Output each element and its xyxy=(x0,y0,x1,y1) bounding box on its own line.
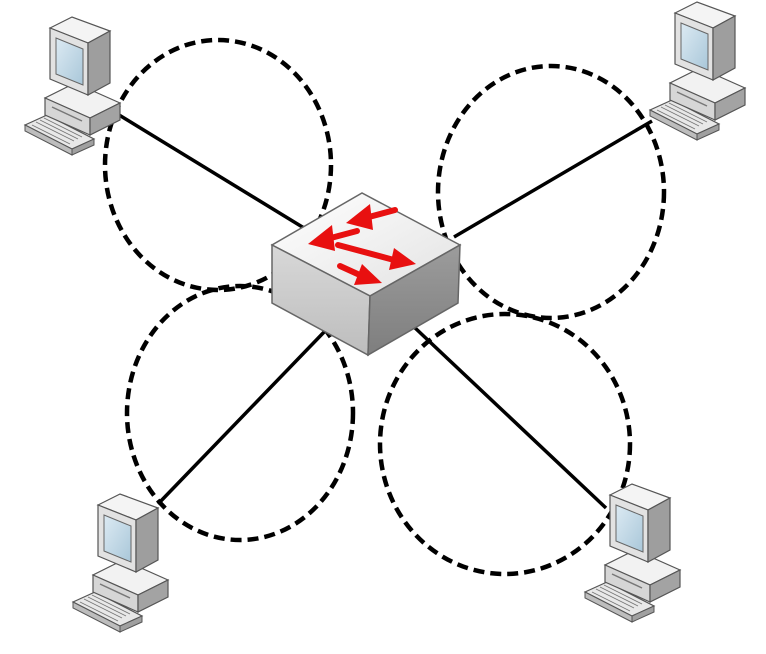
network-links xyxy=(105,105,653,510)
collision-domain-bottom-right xyxy=(377,311,633,577)
desktop-computer-icon xyxy=(24,16,121,156)
desktop-computer-icon xyxy=(72,493,169,633)
collision-domain-bottom-left xyxy=(124,283,356,543)
switch-arrows-icon xyxy=(308,204,416,285)
collision-domains xyxy=(102,37,667,577)
desktop-computer-icon xyxy=(584,483,681,623)
collision-domain-top-right xyxy=(435,63,667,321)
network-switch-icon xyxy=(270,192,462,357)
link-bottom-left xyxy=(156,328,328,506)
link-bottom-right xyxy=(411,324,608,510)
link-top-right xyxy=(453,119,653,239)
desktop-computer-icon xyxy=(649,1,746,141)
link-top-left xyxy=(105,105,305,230)
collision-domain-top-left xyxy=(102,37,334,293)
